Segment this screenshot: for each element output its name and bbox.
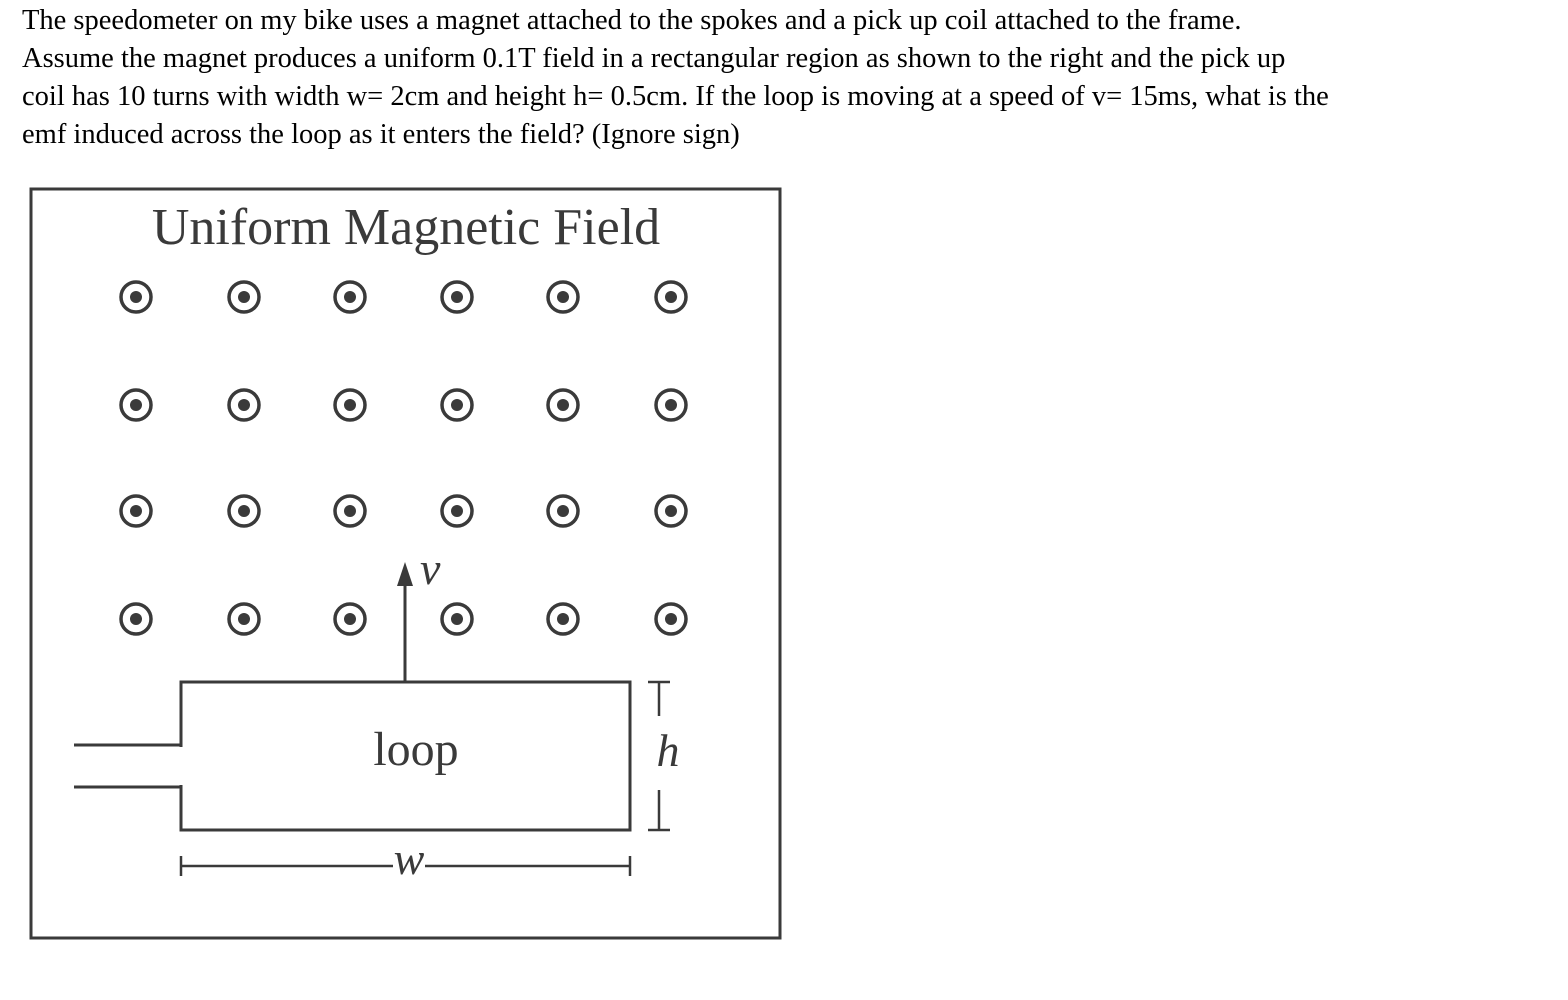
- field-dot-icon: [440, 602, 474, 636]
- field-dot-icon: [333, 280, 367, 314]
- question-line-3: coil has 10 turns with width w= 2cm and …: [22, 81, 1329, 112]
- velocity-label: v: [420, 543, 441, 594]
- field-dot-icon: [654, 388, 688, 422]
- field-dot-icon: [440, 280, 474, 314]
- field-dot-icon: [654, 280, 688, 314]
- field-dot-icon: [227, 494, 261, 528]
- field-dot-icon: [333, 388, 367, 422]
- field-dot-icon: [546, 280, 580, 314]
- velocity-arrowhead-icon: [397, 562, 413, 586]
- height-label: h: [657, 725, 680, 776]
- field-dot-icon: [546, 602, 580, 636]
- loop-label: loop: [373, 723, 458, 776]
- question-line-1: The speedometer on my bike uses a magnet…: [22, 5, 1242, 36]
- field-dot-icon: [119, 388, 153, 422]
- figure-title: Uniform Magnetic Field: [152, 199, 660, 256]
- field-dot-icon: [333, 494, 367, 528]
- question-line-4: emf induced across the loop as it enters…: [22, 119, 740, 150]
- field-dot-icon: [654, 494, 688, 528]
- field-dot-icon: [227, 602, 261, 636]
- field-dot-icon: [227, 280, 261, 314]
- question-text: The speedometer on my bike uses a magnet…: [22, 2, 1542, 154]
- field-dot-icon: [440, 494, 474, 528]
- field-dot-icon: [546, 388, 580, 422]
- field-dot-icon: [119, 494, 153, 528]
- field-dot-icon: [333, 602, 367, 636]
- field-dot-grid: [119, 280, 688, 636]
- field-dot-icon: [119, 280, 153, 314]
- field-dot-icon: [440, 388, 474, 422]
- field-dot-icon: [654, 602, 688, 636]
- field-dot-icon: [546, 494, 580, 528]
- width-label: w: [394, 833, 425, 884]
- field-dot-icon: [227, 388, 261, 422]
- question-line-2: Assume the magnet produces a uniform 0.1…: [22, 43, 1286, 74]
- field-region-border: [29, 187, 782, 940]
- field-dot-icon: [119, 602, 153, 636]
